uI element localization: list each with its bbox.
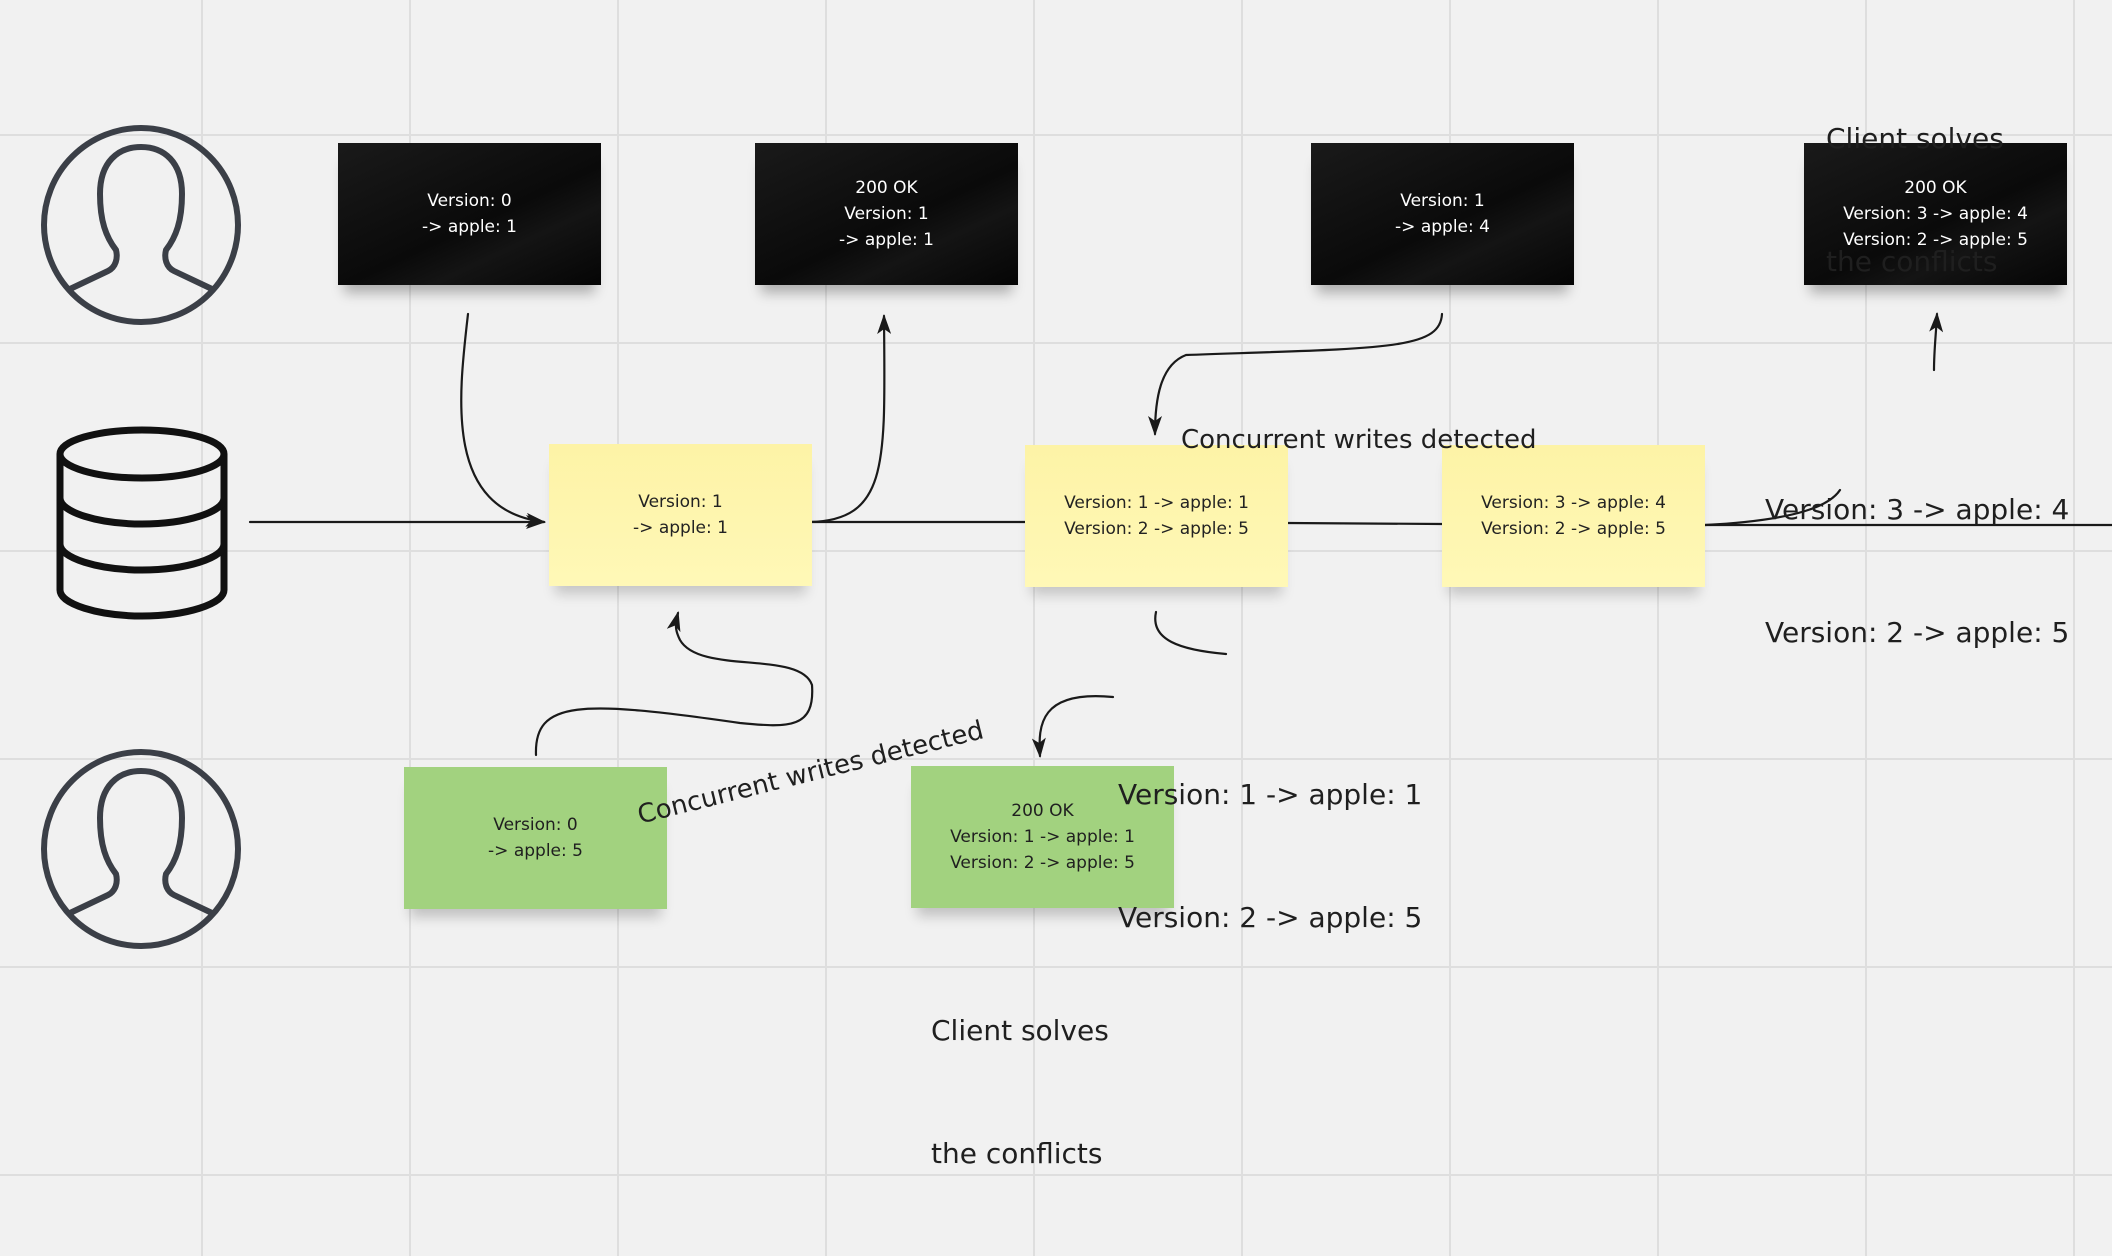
timeline-segment-3 (1285, 521, 1444, 526)
note-line: Version: 1 -> apple: 1 (950, 827, 1135, 847)
note-line: 200 OK (1904, 178, 1967, 198)
note-line: -> apple: 1 (422, 217, 517, 237)
sticky-note-ok-response[interactable]: 200 OK Version: 1 -> apple: 1 (755, 143, 1018, 285)
label-concurrent-writes-top[interactable]: Concurrent writes detected (1181, 340, 1536, 540)
sticky-note-db-state-3[interactable]: Version: 3 -> apple: 4 Version: 2 -> app… (1442, 445, 1705, 587)
note-line: 200 OK (855, 178, 918, 198)
label-line: Version: 1 -> apple: 1 (1118, 778, 1423, 811)
note-line: -> apple: 5 (488, 841, 583, 861)
user-avatar-icon (41, 125, 241, 325)
note-line: 200 OK (1011, 801, 1074, 821)
label-line: Concurrent writes detected (634, 715, 987, 831)
arrow-bottom-ok (1031, 694, 1115, 758)
label-line: Client solves (1826, 122, 2004, 155)
sticky-note-db-state-2[interactable]: Version: 1 -> apple: 1 Version: 2 -> app… (1025, 445, 1288, 587)
sticky-note-final-ok[interactable]: 200 OK Version: 3 -> apple: 4 Version: 2… (1804, 143, 2067, 285)
connector-db-to-version-label (1154, 610, 1228, 656)
label-line: the conflicts (931, 1137, 1103, 1170)
note-line: Version: 0 (493, 815, 578, 835)
whiteboard-canvas[interactable]: Version: 0 -> apple: 1 200 OK Version: 1… (0, 0, 2112, 1170)
label-line: Concurrent writes detected (1181, 425, 1537, 455)
arrow-final-ok (1929, 312, 1944, 372)
label-line: Client solves (931, 1014, 1109, 1047)
arrow-concurrent-bottom (534, 611, 814, 757)
label-client-solves-top[interactable]: Client solves the conflicts (1826, 36, 2004, 364)
label-line: Version: 2 -> apple: 5 (1765, 616, 2070, 649)
note-line: Version: 2 -> apple: 5 (1064, 519, 1249, 539)
sticky-note-client-write-conflict[interactable]: Version: 0 -> apple: 5 (404, 767, 667, 909)
connector-layer (248, 312, 2112, 758)
sticky-note-client-write-2[interactable]: Version: 1 -> apple: 4 (1311, 143, 1574, 285)
arrow-concurrent-top (1148, 312, 1444, 436)
label-line: Version: 2 -> apple: 5 (1118, 901, 1423, 934)
user-avatar-icon (41, 749, 241, 949)
note-line: Version: 3 -> apple: 4 (1843, 204, 2028, 224)
note-line: Version: 2 -> apple: 5 (1481, 519, 1666, 539)
note-line: Version: 1 -> apple: 1 (1064, 493, 1249, 513)
note-line: Version: 1 (1400, 191, 1485, 211)
label-line: Version: 3 -> apple: 4 (1765, 493, 2070, 526)
label-versions-bottom[interactable]: Version: 1 -> apple: 1 Version: 2 -> app… (1118, 692, 1422, 1020)
arrow-write-top-client (460, 312, 546, 527)
sticky-note-conflict-response[interactable]: 200 OK Version: 1 -> apple: 1 Version: 2… (911, 766, 1174, 908)
note-line: Version: 2 -> apple: 5 (950, 853, 1135, 873)
note-line: -> apple: 1 (839, 230, 934, 250)
label-client-solves-bottom[interactable]: Client solves the conflicts (931, 928, 1109, 1256)
note-line: -> apple: 1 (633, 518, 728, 538)
note-line: Version: 2 -> apple: 5 (1843, 230, 2028, 250)
note-line: Version: 1 (844, 204, 929, 224)
note-line: -> apple: 4 (1395, 217, 1490, 237)
sticky-note-db-state-1[interactable]: Version: 1 -> apple: 1 (549, 444, 812, 586)
note-line: Version: 3 -> apple: 4 (1481, 493, 1666, 513)
label-versions-right[interactable]: Version: 3 -> apple: 4 Version: 2 -> app… (1765, 407, 2069, 735)
sticky-note-client-write[interactable]: Version: 0 -> apple: 1 (338, 143, 601, 285)
arrow-ok-response (808, 314, 892, 524)
note-line: Version: 1 (638, 492, 723, 512)
connector-version-label (1703, 488, 1842, 527)
label-line: the conflicts (1826, 245, 1998, 278)
note-line: Version: 0 (427, 191, 512, 211)
database-icon (56, 426, 228, 620)
